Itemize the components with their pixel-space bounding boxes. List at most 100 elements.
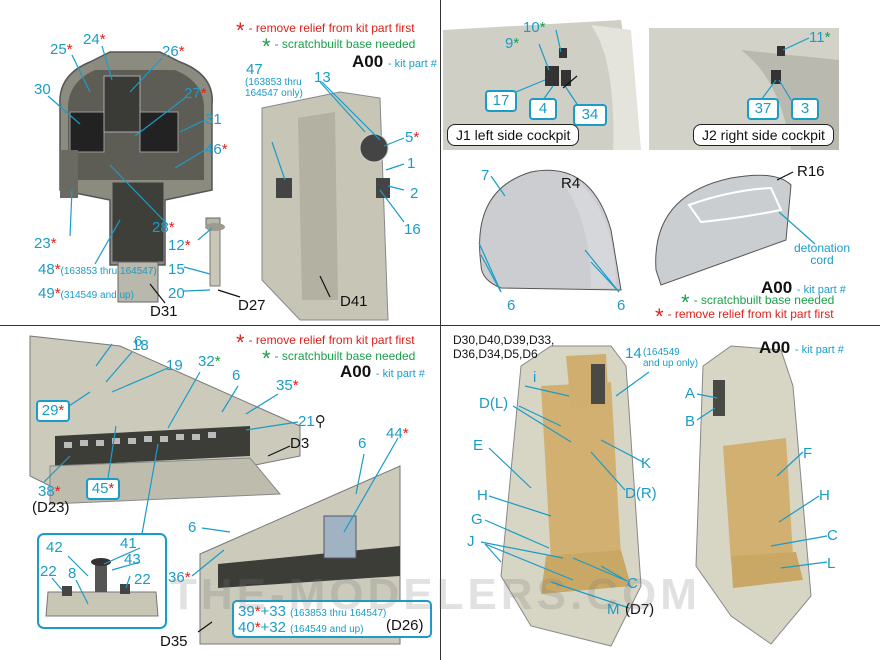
combo-line-1: 39*+33 (163853 thru 164547): [238, 603, 387, 620]
legend-scratchbuilt-3: *- scratchbuilt base needed: [262, 346, 416, 371]
green-star-icon: *: [262, 346, 271, 371]
label-32: 32*: [198, 353, 221, 370]
label-a: A: [685, 385, 696, 402]
label-26: 26*: [162, 43, 185, 60]
label-47: 47: [246, 61, 263, 78]
label-d7: (D7): [625, 601, 655, 618]
red-star-icon: *: [236, 330, 245, 355]
kit-part-key-4: A00 - kit part #: [759, 338, 844, 357]
label-m: M: [607, 601, 620, 618]
label-44: 44*: [386, 425, 409, 442]
label-36: 36*: [168, 569, 191, 586]
label-6d: 6: [188, 519, 197, 536]
panel-instrument-panel: *- remove relief from kit part first *- …: [0, 0, 441, 326]
label-12: 12*: [168, 237, 191, 254]
legend-scratchbuilt: *- scratchbuilt base needed: [262, 34, 416, 59]
box-45: 45*: [86, 478, 120, 500]
label-h2: H: [819, 487, 830, 504]
panel-side-consoles: *- remove relief from kit part first *- …: [0, 326, 441, 660]
label-19: 19: [166, 357, 183, 374]
label-g: G: [471, 511, 483, 528]
label-d23: (D23): [32, 499, 70, 516]
label-46: 46*: [205, 141, 228, 158]
label-c2: C: [827, 527, 838, 544]
label-i: i: [533, 369, 537, 386]
panel-side-cockpit: 10* 9* 17 4 34 J1 left side cockpit 11* …: [441, 0, 880, 326]
kit-part-key-3: A00 - kit part #: [340, 362, 425, 381]
caption-j2: J2 right side cockpit: [693, 124, 834, 146]
label-d41: D41: [340, 293, 368, 310]
label-k: K: [641, 455, 652, 472]
combo-box: 39*+33 (163853 thru 164547) 40*+32 (1645…: [232, 600, 432, 638]
label-18: 18: [132, 337, 149, 354]
panel-ejection-seat: D30,D40,D39,D33, D36,D34,D5,D6 A00 - kit…: [441, 326, 880, 660]
label-6b: 6: [232, 367, 241, 384]
box-34: 34: [573, 104, 607, 126]
red-star-icon: *: [236, 18, 245, 43]
label-r4: R4: [561, 175, 581, 192]
label-22b: 22: [134, 571, 151, 588]
label-2: 2: [410, 185, 419, 202]
label-27: 27*: [184, 85, 207, 102]
label-13: 13: [314, 69, 331, 86]
label-48: 48*(163853 thru 164547): [38, 261, 157, 278]
label-15: 15: [168, 261, 185, 278]
label-dlist-2: D36,D34,D5,D6: [453, 347, 538, 361]
label-r16: R16: [797, 163, 825, 180]
label-42: 42: [46, 539, 63, 556]
green-star-icon: *: [681, 290, 690, 315]
kit-part-key-2: A00 - kit part #: [761, 278, 846, 297]
label-6-left: 6: [507, 297, 516, 314]
label-8: 8: [68, 565, 77, 582]
label-43: 43: [124, 551, 141, 568]
label-c: C: [627, 575, 638, 592]
box-37: 37: [747, 98, 779, 120]
legend-remove-relief-2: *- remove relief from kit part first: [655, 306, 834, 326]
label-28: 28*: [152, 219, 175, 236]
label-d35: D35: [160, 633, 188, 650]
label-5: 5*: [405, 129, 420, 146]
label-6a: 6: [134, 333, 143, 350]
label-30: 30: [34, 81, 51, 98]
label-35: 35*: [276, 377, 299, 394]
label-l: L: [827, 555, 836, 572]
combo-line-2: 40*+32 (164549 and up): [238, 619, 364, 636]
panel1-drawing: [47, 45, 405, 321]
caption-j1: J1 left side cockpit: [447, 124, 580, 146]
label-22a: 22: [40, 563, 57, 580]
label-14: 14: [625, 345, 642, 362]
label-dlist-1: D30,D40,D39,D33,: [453, 333, 555, 347]
label-d26: (D26): [386, 617, 424, 634]
box-3: 3: [791, 98, 819, 120]
label-7: 7: [481, 167, 490, 184]
watermark: THE-MODELERS.COM: [170, 570, 701, 619]
label-b: B: [685, 413, 696, 430]
label-j: J: [467, 533, 475, 550]
panel4-drawing: [480, 345, 828, 647]
legend-scratchbuilt-2: *- scratchbuilt base needed: [681, 290, 835, 315]
label-31: 31: [205, 111, 222, 128]
box-29: 29*: [36, 400, 70, 422]
green-star-icon: *: [262, 34, 271, 59]
kit-part-key: A00 - kit part #: [352, 52, 437, 71]
label-24: 24*: [83, 31, 106, 48]
label-e: E: [473, 437, 484, 454]
label-38: 38*: [38, 483, 61, 500]
label-detonation-cord: detonation cord: [793, 241, 851, 267]
label-41: 41: [120, 535, 137, 552]
legend-remove-relief: *- remove relief from kit part first: [236, 18, 415, 43]
label-47-note: (163853 thru 164547 only): [245, 77, 303, 99]
panel3-drawing: [29, 335, 401, 645]
label-d27: D27: [238, 297, 266, 314]
label-dl: D(L): [479, 395, 509, 412]
label-21: 21⚲: [298, 413, 326, 430]
label-16: 16: [404, 221, 421, 238]
red-star-icon: *: [655, 304, 664, 326]
label-49: 49*(314549 and up): [38, 285, 134, 302]
label-9: 9*: [505, 35, 520, 52]
legend-remove-relief-3: *- remove relief from kit part first: [236, 330, 415, 355]
label-f: F: [803, 445, 813, 462]
label-11: 11*: [809, 29, 831, 46]
label-14-note: (164549 and up only): [643, 347, 699, 369]
